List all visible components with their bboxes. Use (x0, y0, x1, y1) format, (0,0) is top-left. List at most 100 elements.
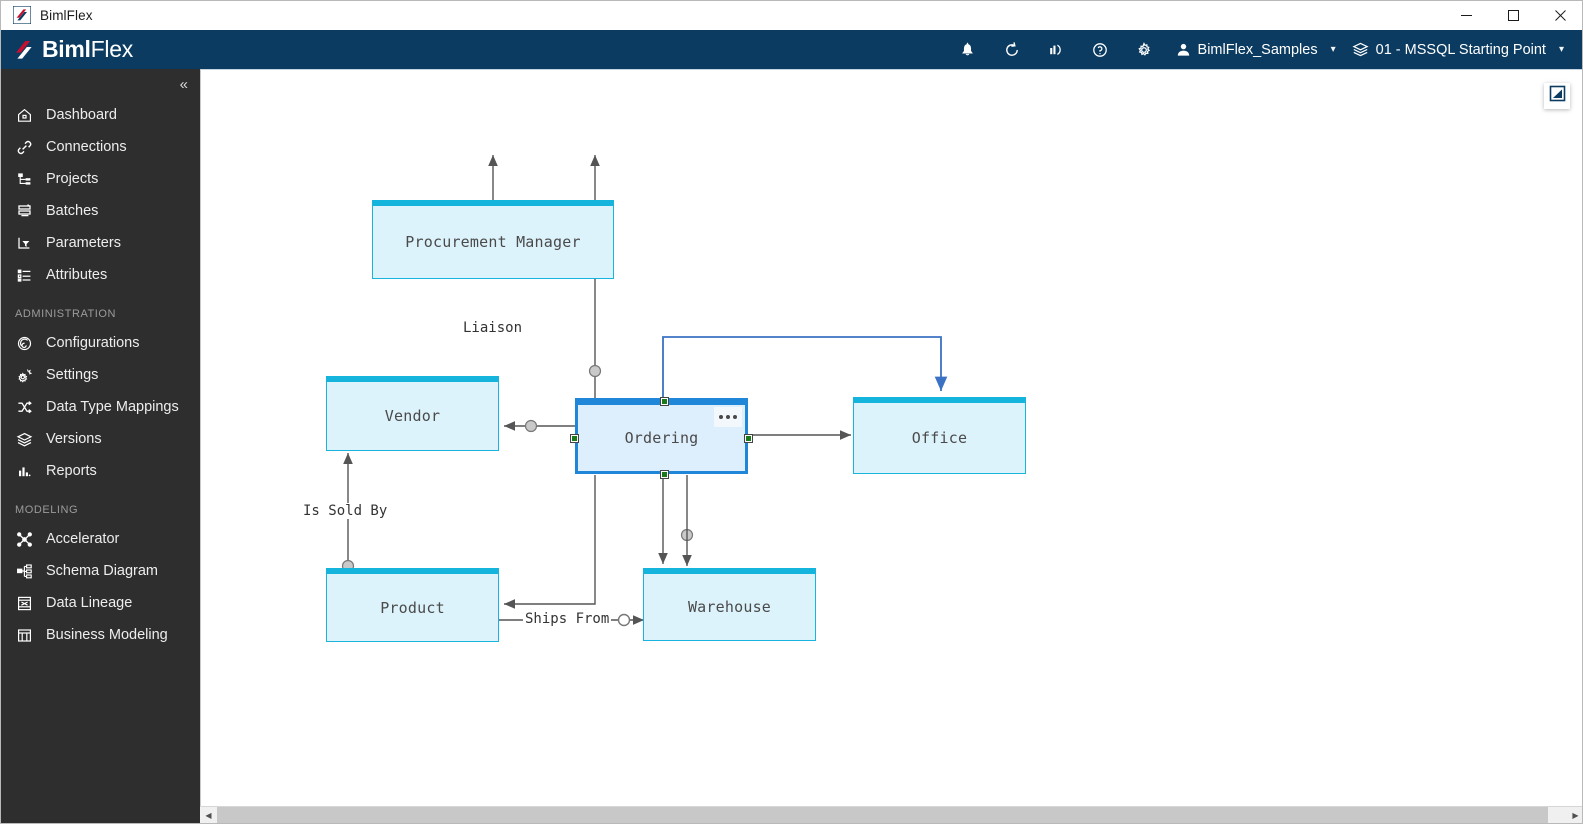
sidebar-item-business-modeling[interactable]: Business Modeling (1, 619, 200, 651)
accelerator-icon (15, 530, 34, 549)
horizontal-scrollbar[interactable]: ◀ ▶ (200, 806, 1582, 823)
canvas-top-divider (201, 69, 1582, 70)
sidebar-item-label: Parameters (46, 235, 121, 251)
layers-icon (1352, 41, 1369, 58)
customer-selector-label: BimlFlex_Samples (1197, 41, 1318, 58)
node-context-menu-button[interactable] (714, 407, 742, 427)
schema-diagram-canvas[interactable]: Procurement Manager Vendor Ordering (200, 69, 1582, 823)
sidebar-item-label: Data Lineage (46, 595, 133, 611)
sidebar-item-parameters[interactable]: Parameters (1, 227, 200, 259)
sidebar-item-settings[interactable]: Settings (1, 359, 200, 391)
edge-label-ships-from: Ships From (523, 611, 612, 627)
sidebar-item-connections[interactable]: Connections (1, 131, 200, 163)
sidebar-item-label: Data Type Mappings (46, 399, 179, 415)
sidebar-item-label: Connections (46, 139, 127, 155)
edge-label-liaison: Liaison (461, 320, 525, 336)
sidebar-item-reports[interactable]: Reports (1, 455, 200, 487)
bimlflex-logo-icon (12, 5, 32, 25)
scrollbar-track[interactable] (217, 806, 1567, 823)
sidebar-item-data-type-mappings[interactable]: Data Type Mappings (1, 391, 200, 423)
settings-gear-icon[interactable] (1122, 30, 1166, 69)
sidebar-item-data-lineage[interactable]: Data Lineage (1, 587, 200, 619)
project-selector[interactable]: 01 - MSSQL Starting Point ▾ (1342, 30, 1570, 69)
diagram-node-office[interactable]: Office (853, 397, 1026, 474)
business-modeling-icon (15, 626, 34, 645)
settings-icon (15, 366, 34, 385)
menu-dot (719, 415, 723, 419)
brand-name-bold: Biml (42, 36, 91, 62)
customer-selector[interactable]: BimlFlex_Samples ▾ (1166, 30, 1342, 69)
minimap-icon (1549, 85, 1566, 107)
menu-dot (726, 415, 730, 419)
versions-icon (15, 430, 34, 449)
brand-name-light: Flex (90, 36, 134, 62)
window-titlebar: BimlFlex (1, 1, 1582, 30)
insights-icon[interactable] (1034, 30, 1078, 69)
sidebar-item-label: Batches (46, 203, 99, 219)
sidebar-item-projects[interactable]: Projects (1, 163, 200, 195)
sidebar-item-dashboard[interactable]: Dashboard (1, 99, 200, 131)
sidebar-item-schema-diagram[interactable]: Schema Diagram (1, 555, 200, 587)
sidebar-navigation: « Dashboard Connections (1, 69, 200, 823)
link-icon (15, 138, 34, 157)
sidebar-item-configurations[interactable]: Configurations (1, 327, 200, 359)
sidebar-item-label: Configurations (46, 335, 140, 351)
user-icon (1176, 42, 1191, 58)
diagram-surface[interactable]: Procurement Manager Vendor Ordering (201, 69, 1582, 823)
diagram-node-product[interactable]: Product (326, 568, 499, 642)
window-controls (1443, 1, 1582, 30)
data-lineage-icon (15, 594, 34, 613)
sidebar-item-label: Dashboard (46, 107, 117, 123)
minimap-toggle-button[interactable] (1544, 83, 1570, 109)
sidebar-item-versions[interactable]: Versions (1, 423, 200, 455)
close-button[interactable] (1537, 1, 1582, 30)
sidebar-item-label: Business Modeling (46, 627, 168, 643)
sidebar-item-accelerator[interactable]: Accelerator (1, 523, 200, 555)
scrollbar-thumb[interactable] (217, 806, 1548, 823)
help-icon[interactable] (1078, 30, 1122, 69)
sidebar-collapse-button[interactable]: « (1, 69, 200, 99)
notifications-icon[interactable] (946, 30, 990, 69)
resize-handle-left[interactable] (570, 434, 579, 443)
sidebar-bottom-filler (1, 806, 200, 823)
refresh-icon[interactable] (990, 30, 1034, 69)
attributes-icon (15, 266, 34, 285)
scroll-left-arrow-icon[interactable]: ◀ (200, 806, 217, 823)
node-label: Product (380, 598, 445, 617)
batches-icon (15, 202, 34, 221)
sidebar-item-label: Schema Diagram (46, 563, 159, 579)
edge-label-is-sold-by: Is Sold By (301, 503, 390, 519)
configurations-icon (15, 334, 34, 353)
chevron-down-icon: ▾ (1558, 44, 1564, 55)
maximize-button[interactable] (1490, 1, 1537, 30)
parameters-icon (15, 234, 34, 253)
node-label: Vendor (384, 407, 441, 425)
scroll-right-arrow-icon[interactable]: ▶ (1567, 806, 1582, 823)
project-selector-label: 01 - MSSQL Starting Point (1375, 41, 1546, 58)
window-title: BimlFlex (40, 7, 93, 23)
sidebar-item-attributes[interactable]: Attributes (1, 259, 200, 291)
sidebar-item-label: Settings (46, 367, 99, 383)
sidebar-item-label: Reports (46, 463, 97, 479)
diagram-node-ordering[interactable]: Ordering (570, 397, 753, 479)
header-actions: BimlFlex_Samples ▾ 01 - MSSQL Starting P… (946, 30, 1582, 69)
sidebar-item-label: Attributes (46, 267, 108, 283)
projects-icon (15, 170, 34, 189)
brand[interactable]: BimlFlex (12, 30, 133, 69)
minimize-button[interactable] (1443, 1, 1490, 30)
chevron-down-icon: ▾ (1330, 44, 1336, 55)
bimlflex-brand-icon (12, 39, 36, 61)
diagram-node-vendor[interactable]: Vendor (326, 376, 499, 451)
diagram-node-procurement-manager[interactable]: Procurement Manager (372, 200, 614, 279)
diagram-node-warehouse[interactable]: Warehouse (643, 568, 816, 641)
resize-handle-bottom[interactable] (660, 470, 669, 479)
resize-handle-top[interactable] (660, 397, 669, 406)
sidebar-item-label: Accelerator (46, 531, 120, 547)
node-label: Warehouse (687, 598, 772, 616)
menu-dot (733, 415, 737, 419)
app-header: BimlFlex (1, 30, 1582, 69)
shuffle-icon (15, 398, 34, 417)
sidebar-item-batches[interactable]: Batches (1, 195, 200, 227)
resize-handle-right[interactable] (744, 434, 753, 443)
